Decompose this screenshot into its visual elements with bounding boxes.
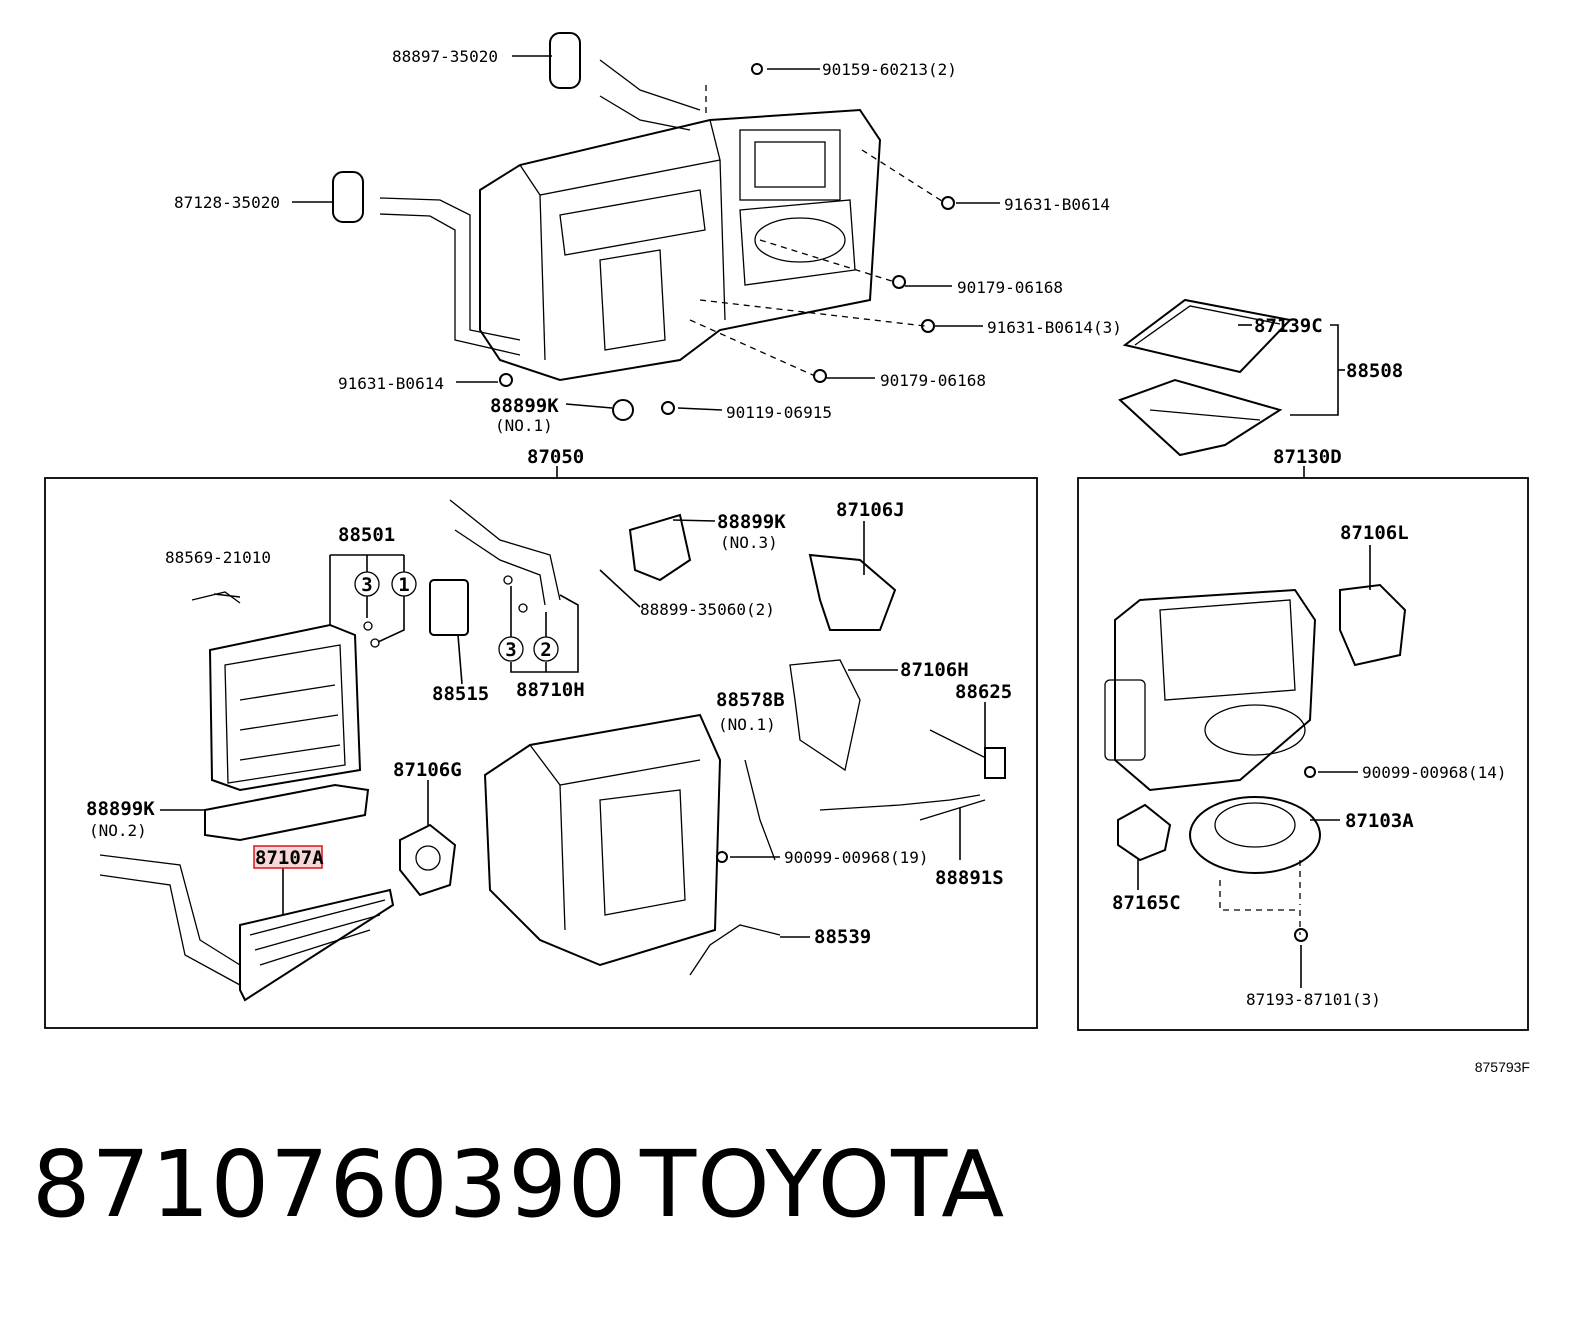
label-91631-b0614-b[interactable]: 91631-B0614(3) bbox=[987, 318, 1122, 337]
circled-number-1: 1 bbox=[391, 571, 417, 597]
evaporator-area bbox=[99, 499, 1006, 1002]
label-90179-06168-b[interactable]: 90179-06168 bbox=[880, 371, 986, 390]
label-88899k-no3[interactable]: 88899K bbox=[717, 511, 786, 533]
label-90099-00968-19[interactable]: 90099-00968(19) bbox=[784, 848, 929, 867]
label-88625[interactable]: 88625 bbox=[955, 681, 1012, 703]
label-88899k-no1[interactable]: 88899K bbox=[490, 395, 559, 417]
label-88899k-no2[interactable]: 88899K bbox=[86, 798, 155, 820]
label-87139c[interactable]: 87139C bbox=[1254, 315, 1323, 337]
label-88515[interactable]: 88515 bbox=[432, 683, 489, 705]
label-88501[interactable]: 88501 bbox=[338, 524, 395, 546]
label-87130d[interactable]: 87130D bbox=[1273, 446, 1342, 468]
label-87106h[interactable]: 87106H bbox=[900, 659, 969, 681]
footer-brand: TOYOTA bbox=[640, 1131, 1006, 1238]
label-88710h[interactable]: 88710H bbox=[516, 679, 585, 701]
label-90099-00968-14[interactable]: 90099-00968(14) bbox=[1362, 763, 1507, 782]
box-87050 bbox=[44, 477, 1038, 1029]
label-88897-35020[interactable]: 88897-35020 bbox=[392, 47, 498, 66]
label-88899-35060[interactable]: 88899-35060(2) bbox=[640, 600, 775, 619]
label-88578b-sub: (NO.1) bbox=[718, 715, 776, 734]
parts-diagram: 3 1 3 2 88897-35020 90159-60213(2) 87128… bbox=[44, 32, 1530, 1075]
label-90119-06915[interactable]: 90119-06915 bbox=[726, 403, 832, 422]
hvac-unit-assembly bbox=[332, 32, 955, 421]
label-88891s[interactable]: 88891S bbox=[935, 867, 1004, 889]
label-87103a[interactable]: 87103A bbox=[1345, 810, 1414, 832]
circled-number-text: 2 bbox=[540, 639, 551, 661]
air-filter-assembly bbox=[1118, 298, 1292, 457]
circled-number-text: 3 bbox=[505, 639, 516, 661]
footer-part-number: 8710760390 bbox=[32, 1131, 628, 1238]
circled-number-text: 3 bbox=[361, 574, 372, 596]
box-87130D bbox=[1077, 477, 1529, 1031]
label-88539[interactable]: 88539 bbox=[814, 926, 871, 948]
label-88899k-no3-sub: (NO.3) bbox=[720, 533, 778, 552]
label-91631-b0614-c[interactable]: 91631-B0614 bbox=[338, 374, 444, 393]
leader-lines bbox=[160, 55, 1371, 988]
label-87106j[interactable]: 87106J bbox=[836, 499, 905, 521]
circled-number-2: 2 bbox=[533, 636, 559, 662]
circled-number-3b: 3 bbox=[498, 636, 524, 662]
label-87106g[interactable]: 87106G bbox=[393, 759, 462, 781]
circled-number-3a: 3 bbox=[354, 571, 380, 597]
label-87193-87101[interactable]: 87193-87101(3) bbox=[1246, 990, 1381, 1009]
label-87128-35020[interactable]: 87128-35020 bbox=[174, 193, 280, 212]
label-88899k-no1-sub: (NO.1) bbox=[495, 416, 553, 435]
label-88578b[interactable]: 88578B bbox=[716, 689, 785, 711]
label-90159-60213[interactable]: 90159-60213(2) bbox=[822, 60, 957, 79]
label-88569-21010[interactable]: 88569-21010 bbox=[165, 548, 271, 567]
label-87165c[interactable]: 87165C bbox=[1112, 892, 1181, 914]
label-87107a[interactable]: 87107A bbox=[255, 847, 324, 869]
highlighted-part-box bbox=[253, 845, 323, 869]
label-90179-06168-a[interactable]: 90179-06168 bbox=[957, 278, 1063, 297]
figure-code: 875793F bbox=[1475, 1059, 1530, 1075]
label-87050[interactable]: 87050 bbox=[527, 446, 584, 468]
label-87106l[interactable]: 87106L bbox=[1340, 522, 1409, 544]
label-88508[interactable]: 88508 bbox=[1346, 360, 1403, 382]
label-88899k-no2-sub: (NO.2) bbox=[89, 821, 147, 840]
blower-area bbox=[1104, 583, 1407, 942]
label-91631-b0614-a[interactable]: 91631-B0614 bbox=[1004, 195, 1110, 214]
circled-number-text: 1 bbox=[398, 574, 409, 596]
callout-labels: 88897-35020 90159-60213(2) 87128-35020 9… bbox=[86, 47, 1530, 1075]
